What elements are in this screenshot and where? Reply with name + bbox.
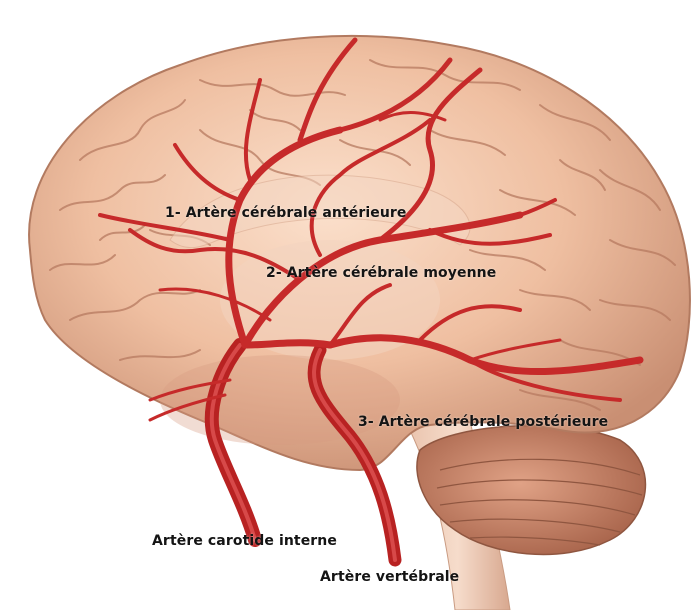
label-anterior-cerebral-artery: 1- Artère cérébrale antérieure — [165, 205, 407, 221]
label-vertebral-artery: Artère vertébrale — [320, 569, 459, 585]
label-middle-cerebral-artery: 2- Artère cérébrale moyenne — [266, 265, 496, 281]
cerebrum — [29, 36, 690, 470]
label-internal-carotid-artery: Artère carotide interne — [152, 533, 337, 549]
label-posterior-cerebral-artery: 3- Artère cérébrale postérieure — [358, 414, 608, 430]
temporal-lobe-shading — [160, 355, 400, 445]
